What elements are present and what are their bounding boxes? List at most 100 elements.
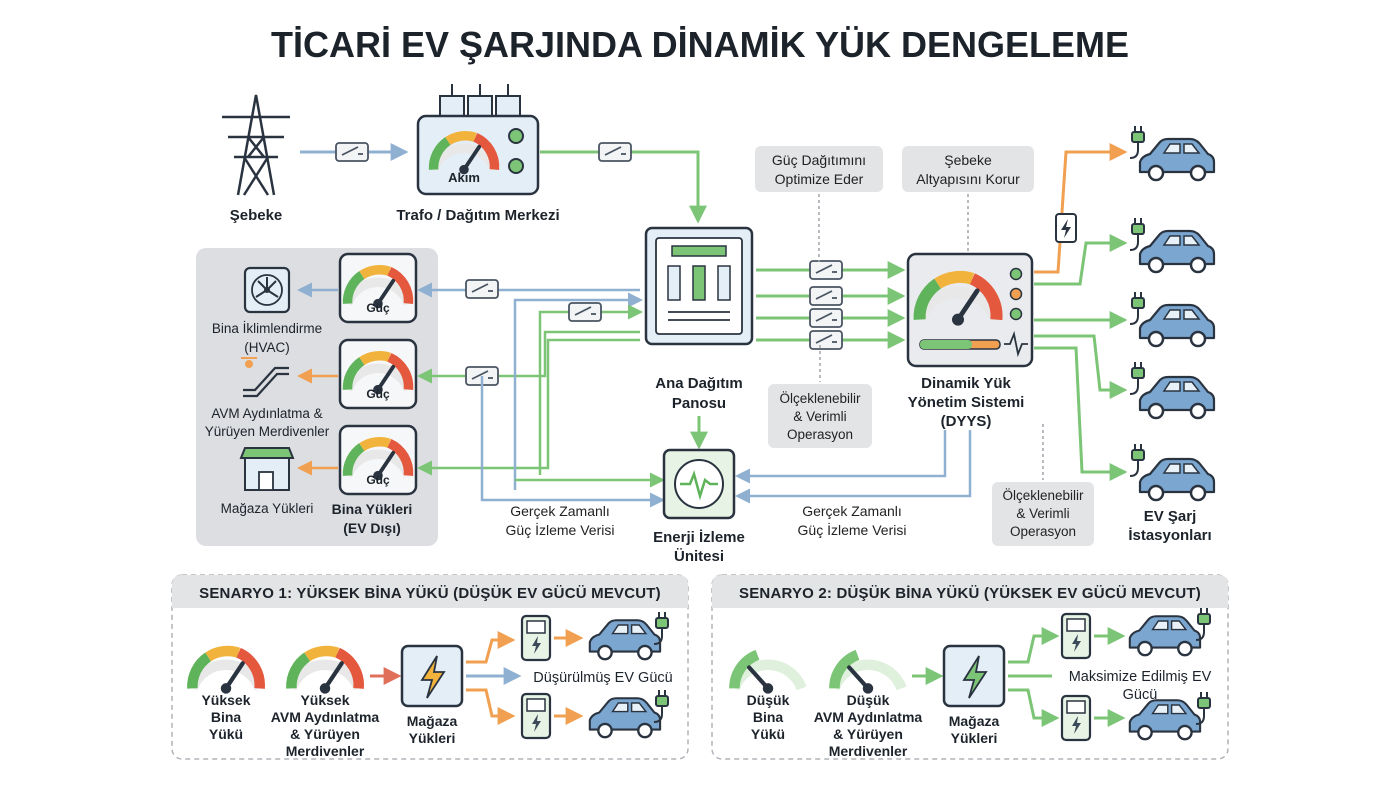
callout-optimize: Güç Dağıtımını Optimize Eder <box>755 146 883 192</box>
dlms-to-ev4-line <box>1034 334 1128 399</box>
car-icon <box>1138 457 1216 502</box>
shops-label: Mağaza Yükleri <box>221 501 314 516</box>
charger-icon <box>1060 694 1092 742</box>
ev-stations-label-1: EV Şarj <box>1144 508 1197 525</box>
svg-text:& Verimli: & Verimli <box>1016 506 1069 521</box>
scenario2-g1-line2: Bina <box>753 709 784 725</box>
panel-to-mall-line <box>417 330 640 384</box>
callout-scalable-mid: Ölçeklenebilir & Verimli Operasyon <box>768 384 872 448</box>
switch-icon <box>809 260 843 280</box>
svg-text:Ölçeklenebilir: Ölçeklenebilir <box>1002 488 1084 503</box>
scenario1-result: Düşürülmüş EV Gücü <box>533 670 672 686</box>
hvac-label-2: (HVAC) <box>244 340 290 355</box>
gauge-label-hvac: Güç <box>366 301 390 315</box>
scenario2-header: SENARYO 2: DÜŞÜK BİNA YÜKÜ (YÜKSEK EV GÜ… <box>739 585 1201 602</box>
panel-to-shops-line <box>417 338 640 476</box>
transformer-gauge-label: Akım <box>448 170 480 185</box>
switch-icon <box>335 142 369 162</box>
panel-label-2: Panosu <box>672 395 726 412</box>
scenario2-g1-line1: Düşük <box>747 692 790 708</box>
dlms-to-ev1-line <box>1034 143 1128 274</box>
plug-icon <box>1129 443 1145 477</box>
svg-text:Operasyon: Operasyon <box>787 427 853 442</box>
energy-monitor <box>662 448 736 520</box>
callout-scalable-right: Ölçeklenebilir & Verimli Operasyon <box>992 482 1094 546</box>
car-icon <box>1138 303 1216 348</box>
store-icon <box>239 447 295 491</box>
building-feedback-line-2 <box>538 304 643 475</box>
switch-icon <box>598 142 632 162</box>
grid-label: Şebeke <box>230 207 283 224</box>
transformer-icon <box>416 84 540 196</box>
realtime-left-2: Güç İzleme Verisi <box>506 521 615 538</box>
scenario2-g2-line1: Düşük <box>847 692 890 708</box>
building-group-label-2: (EV Dışı) <box>343 520 401 536</box>
svg-text:Optimize Eder: Optimize Eder <box>775 171 864 187</box>
switch-icon <box>568 302 602 322</box>
scenario2-result-1: Maksimize Edilmiş EV <box>1069 669 1212 685</box>
scenario2-shop-line1: Mağaza <box>949 713 1000 729</box>
dlms-label-3: (DYYS) <box>941 413 992 430</box>
distribution-panel <box>644 226 754 346</box>
mall-label-1: AVM Aydınlatma & <box>211 406 322 421</box>
mall-label-2: Yürüyen Merdivenler <box>205 424 330 439</box>
scenario2-shop-line2: Yükleri <box>951 730 998 746</box>
scenario1-g2-line2: AVM Aydınlatma <box>271 709 380 725</box>
scenario1-g2-line3: & Yürüyen <box>290 726 360 742</box>
switch-icon <box>809 330 843 350</box>
monitor-data-line-left <box>480 376 665 508</box>
page-title: TİCARİ EV ŞARJINDA DİNAMİK YÜK DENGELEME <box>271 24 1129 65</box>
plug-icon <box>1129 291 1145 325</box>
dlms-to-ev2-line <box>1034 234 1128 286</box>
car-icon <box>1138 137 1216 182</box>
lightning-icon <box>1055 213 1077 243</box>
hvac-label-1: Bina İklimlendirme <box>212 321 322 336</box>
building-group-label-1: Bina Yükleri <box>332 501 413 517</box>
gauge-label-mall: Güç <box>366 387 390 401</box>
ev-stations-label-2: İstasyonları <box>1128 527 1211 544</box>
monitor-label-1: Enerji İzleme <box>653 529 745 546</box>
svg-text:Şebeke: Şebeke <box>944 152 992 168</box>
plug-icon <box>1129 217 1145 251</box>
switch-icon <box>809 308 843 328</box>
scenario1-g1-line1: Yüksek <box>201 692 250 708</box>
scenario1-shop-line1: Mağaza <box>407 713 458 729</box>
realtime-right-2: Güç İzleme Verisi <box>798 521 907 538</box>
monitor-data-line-right <box>735 430 972 504</box>
realtime-left-1: Gerçek Zamanlı <box>510 503 610 519</box>
callout-protect: Şebeke Altyapısını Korur <box>902 146 1034 192</box>
transformer-label: Trafo / Dağıtım Merkezi <box>396 207 559 224</box>
scenario2-g2-line2: AVM Aydınlatma <box>814 709 923 725</box>
scenario1-branch-bottom <box>466 688 516 725</box>
dlms-to-monitor-line <box>735 430 947 484</box>
svg-text:& Verimli: & Verimli <box>793 409 846 424</box>
scenario1-header: SENARYO 1: YÜKSEK BİNA YÜKÜ (DÜŞÜK EV GÜ… <box>199 585 661 602</box>
realtime-right-1: Gerçek Zamanlı <box>802 503 902 519</box>
dlms-label-2: Yönetim Sistemi <box>908 394 1025 411</box>
scenario2-branch-top <box>1008 627 1060 664</box>
transformer-to-panel-line <box>540 150 707 224</box>
scenario1-branch-top <box>466 631 516 664</box>
svg-text:Güç Dağıtımını: Güç Dağıtımını <box>772 152 866 168</box>
car-icon <box>1138 229 1216 274</box>
charger-icon <box>1060 612 1092 660</box>
scenario1-g2-line1: Yüksek <box>300 692 349 708</box>
transmission-tower-icon <box>222 94 290 196</box>
scenario1-g1-line3: Yükü <box>209 726 243 742</box>
scenario2-g2-line3: & Yürüyen <box>833 726 903 742</box>
svg-text:Ölçeklenebilir: Ölçeklenebilir <box>779 391 861 406</box>
switch-icon <box>465 279 499 299</box>
dlms-unit <box>906 252 1034 368</box>
scenario2-g2-line4: Merdivenler <box>829 743 908 759</box>
fan-icon <box>243 266 291 314</box>
scenario2-g1-line3: Yükü <box>751 726 785 742</box>
pulse-icon <box>1004 330 1028 358</box>
lightning-icon <box>942 644 1006 708</box>
scenario1-shop-line2: Yükleri <box>409 730 456 746</box>
scenario1-g2-line4: Merdivenler <box>286 743 365 759</box>
dlms-label-1: Dinamik Yük <box>921 375 1011 392</box>
scenario2-branch-bottom <box>1008 688 1060 727</box>
escalator-icon <box>241 357 289 398</box>
monitor-label-2: Ünitesi <box>674 548 724 565</box>
